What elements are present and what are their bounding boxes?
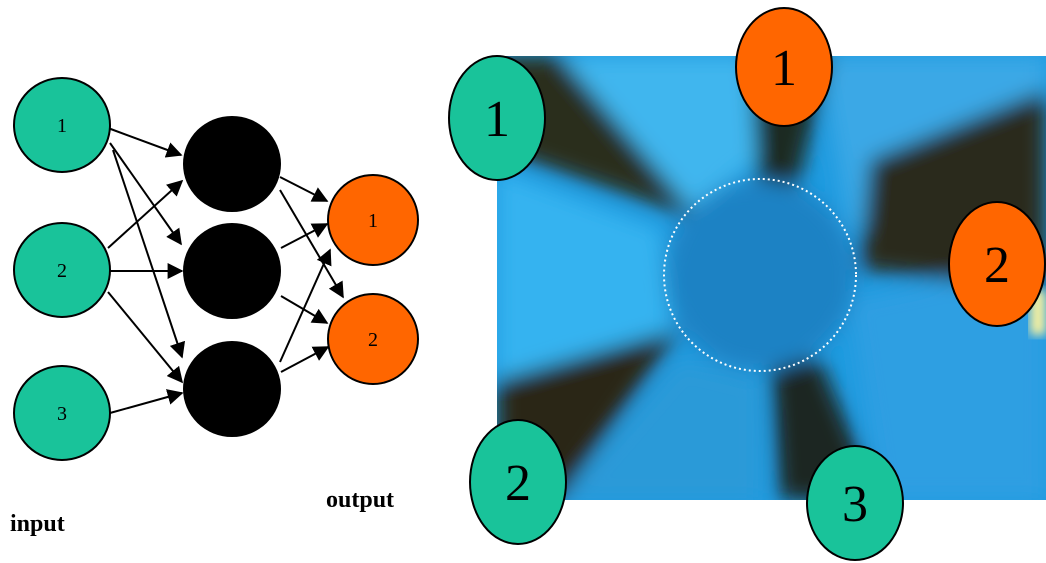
photo-output-marker-2-label: 2 (984, 237, 1010, 294)
photo-output-marker-1: 1 (735, 7, 833, 127)
output-node-2: 2 (327, 293, 419, 385)
output-node-2-label: 2 (368, 329, 378, 351)
edge-h3-o2 (280, 346, 330, 373)
output-caption: output (326, 487, 394, 513)
photo-input-marker-1-label: 1 (484, 91, 510, 148)
photo-input-marker-2-label: 2 (505, 455, 531, 512)
edge-in3-h3 (109, 389, 184, 414)
input-node-2-label: 2 (57, 260, 67, 282)
edge-in1-h1 (107, 127, 183, 158)
input-node-1-label: 1 (57, 115, 67, 137)
center-dashed-circle (663, 178, 857, 372)
photo-input-marker-3: 3 (806, 445, 904, 561)
edge-in2-h3 (107, 291, 184, 384)
input-layer: 1 2 3 (13, 77, 111, 461)
photo-input-marker-2: 2 (469, 419, 567, 545)
edge-in1-h2 (109, 142, 182, 246)
input-node-3: 3 (13, 365, 111, 461)
photo-input-marker-1: 1 (448, 55, 546, 181)
edge-h2-o1 (280, 223, 329, 249)
edge-in2-h1 (107, 179, 184, 249)
hidden-node-2 (183, 223, 281, 319)
edge-h1-o1 (279, 176, 329, 202)
photo-output-marker-2: 2 (948, 201, 1046, 327)
hidden-node-3 (183, 341, 281, 437)
output-node-1: 1 (327, 174, 419, 266)
photo-markers: 1 2 3 1 2 (448, 7, 1046, 561)
edge-in1-h3 (112, 149, 186, 359)
hidden-node-1 (183, 116, 281, 212)
input-node-2: 2 (13, 222, 111, 318)
hidden-layer (183, 116, 281, 437)
input-node-1: 1 (13, 77, 111, 173)
photo-output-marker-1-label: 1 (771, 40, 797, 97)
photo-input-marker-3-label: 3 (842, 476, 868, 533)
output-layer: 1 2 (327, 174, 419, 385)
input-caption: input (10, 511, 65, 537)
output-node-1-label: 1 (368, 210, 378, 232)
network-connections (107, 127, 344, 414)
input-node-3-label: 3 (57, 403, 67, 425)
edge-h3-o1 (279, 248, 332, 363)
edge-h1-o2 (279, 189, 344, 299)
